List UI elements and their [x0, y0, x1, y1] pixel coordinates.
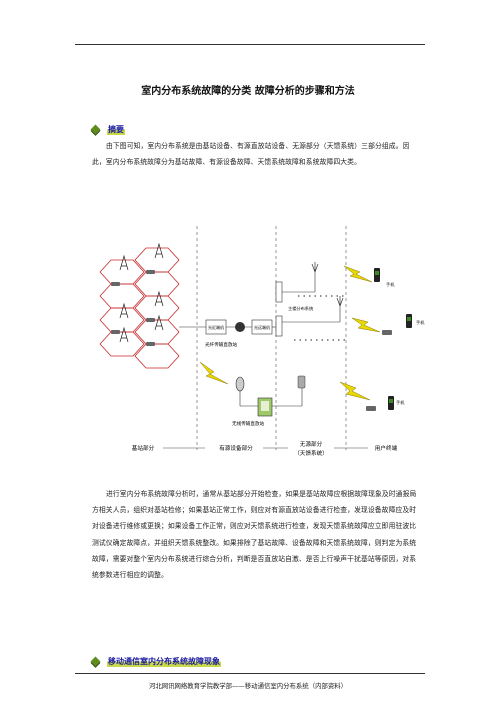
fiber-far-label: 光远端机 [254, 324, 270, 330]
lightning-icons [199, 265, 381, 401]
wireless-repeater-label: 无线传输直放站 [232, 420, 265, 427]
section-head-intro: 摘要 [90, 124, 125, 135]
zone-label-passive-b: （天馈系统） [294, 449, 328, 457]
paragraph-analysis: 进行室内分布系统故障分析时，通常从基站部分开始检查，如果是基站故障应根据故障现象… [92, 490, 417, 580]
tower-icons [119, 242, 164, 343]
paragraph-intro: 由下图可知，室内分布系统是由基站设备、有源直放站设备、无源部分（天馈系统）三部分… [92, 142, 410, 167]
section-head-fault: 移动通信室内分布系统故障现象 [90, 656, 221, 667]
zone-label-user: 用户终端 [375, 444, 398, 452]
fiber-link-label: 光纤传输直放站 [205, 341, 238, 348]
phone-icons [374, 268, 412, 410]
footer-rule [75, 673, 425, 674]
phone-label-2: 手机 [416, 319, 425, 326]
zone-label-base: 基站部分 [132, 444, 155, 452]
phone-label-3: 手机 [396, 399, 405, 406]
antenna-icons [311, 262, 344, 307]
wireless-repeater-unit [257, 397, 273, 417]
distribution-label: 主楼分布系统 [288, 305, 313, 312]
fiber-near-label: 光近端机 [208, 324, 224, 330]
distribution-unit [275, 281, 283, 303]
user-car-icons [366, 330, 392, 411]
fiber-coil-icon [235, 322, 245, 332]
fiber-far-unit [251, 319, 273, 335]
car-icons [111, 270, 155, 346]
diamond-bullet-icon [90, 656, 101, 667]
top-rule [75, 44, 425, 45]
zone-label-passive-a: 无源部分 [300, 440, 323, 448]
page-footer: 河北网讯网络教育学院教学部——移动通信室内分布系统（内部资料） [148, 682, 348, 690]
zone-separators [196, 226, 347, 450]
phone-label-1: 手机 [386, 281, 395, 288]
distribution-unit-2 [275, 315, 283, 337]
zone-label-active: 有源设备部分 [219, 444, 253, 452]
section-head-label: 摘要 [107, 124, 125, 135]
cell-hexagons [99, 247, 180, 369]
service-antenna-icon [297, 375, 306, 389]
section-head-label: 移动通信室内分布系统故障现象 [107, 656, 221, 667]
fiber-near-unit [205, 319, 227, 335]
dish-antenna-icon [235, 376, 245, 392]
page-title: 室内分布系统故障的分类 故障分析的步骤和方法 [141, 86, 355, 97]
diamond-bullet-icon [90, 124, 101, 135]
